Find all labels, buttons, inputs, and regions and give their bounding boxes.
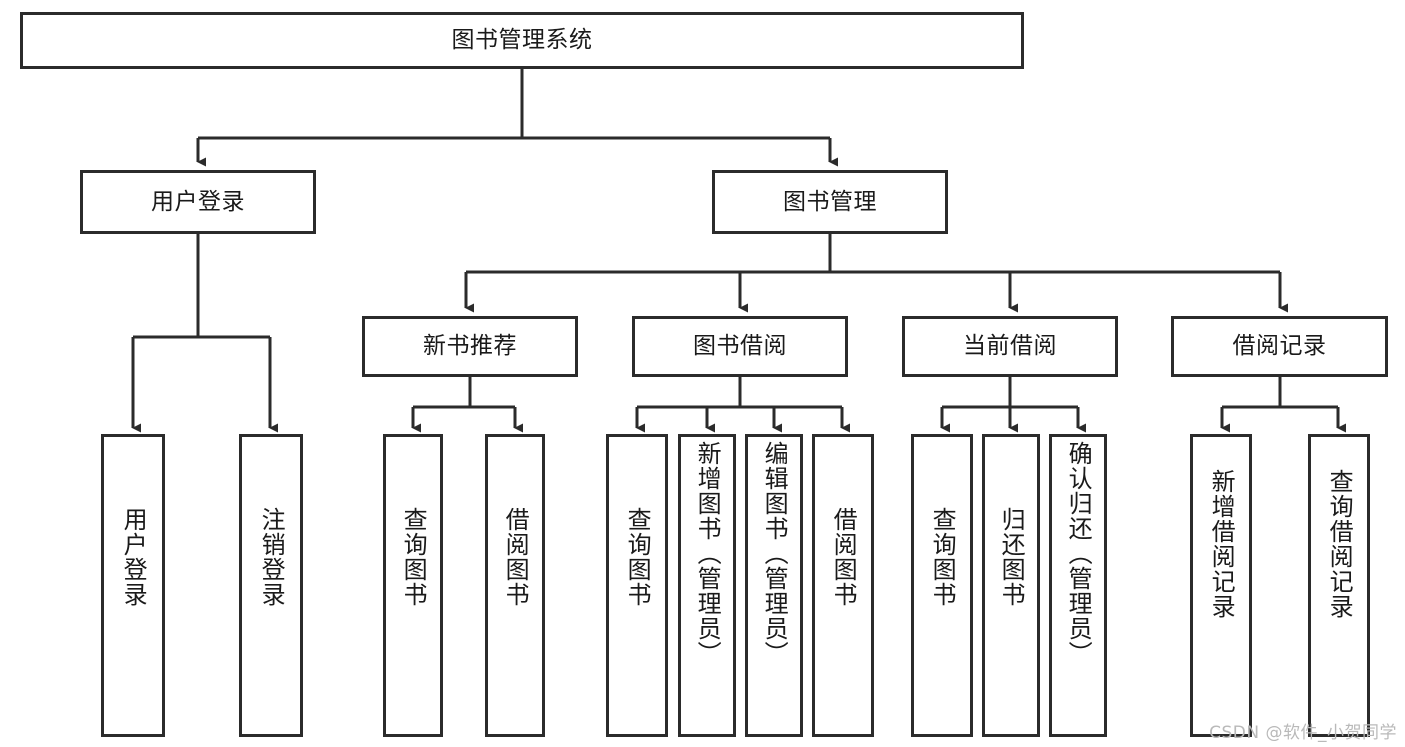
leaf-confirm-return-admin[interactable]: 确认归还（管理员） (1049, 434, 1107, 737)
node-label: 用户登录 (151, 188, 245, 215)
node-label: 图书借阅 (693, 333, 787, 360)
node-label: 注销登录 (257, 507, 286, 607)
node-label: 归还图书 (997, 507, 1026, 607)
node-label: 查询借阅记录 (1325, 469, 1354, 619)
leaf-query-borrow-record[interactable]: 查询借阅记录 (1308, 434, 1370, 737)
node-label: 新增图书（管理员） (693, 441, 722, 666)
node-label: 借阅图书 (829, 507, 858, 607)
leaf-user-login[interactable]: 用户登录 (101, 434, 165, 737)
node-book-management[interactable]: 图书管理 (712, 170, 948, 234)
node-label: 借阅图书 (501, 507, 530, 607)
leaf-borrow-book-borrow[interactable]: 借阅图书 (812, 434, 874, 737)
node-label: 用户登录 (119, 507, 148, 607)
node-label: 查询图书 (623, 507, 652, 607)
watermark-text: CSDN @软件_小贺同学 (1209, 723, 1397, 743)
node-label: 查询图书 (399, 507, 428, 607)
leaf-query-book-current[interactable]: 查询图书 (911, 434, 973, 737)
node-new-book-recommend[interactable]: 新书推荐 (362, 316, 578, 377)
node-label: 编辑图书（管理员） (760, 441, 789, 666)
leaf-query-book-borrow[interactable]: 查询图书 (606, 434, 668, 737)
leaf-return-book[interactable]: 归还图书 (982, 434, 1040, 737)
leaf-add-book-admin[interactable]: 新增图书（管理员） (678, 434, 736, 737)
node-label: 新书推荐 (423, 333, 517, 360)
node-label: 确认归还（管理员） (1064, 441, 1093, 666)
node-label: 图书管理 (783, 188, 877, 215)
node-user-login[interactable]: 用户登录 (80, 170, 316, 234)
leaf-add-borrow-record[interactable]: 新增借阅记录 (1190, 434, 1252, 737)
node-label: 借阅记录 (1232, 333, 1327, 360)
node-current-borrow[interactable]: 当前借阅 (902, 316, 1118, 377)
leaf-query-book-recommend[interactable]: 查询图书 (383, 434, 443, 737)
node-book-borrow[interactable]: 图书借阅 (632, 316, 848, 377)
node-borrow-record[interactable]: 借阅记录 (1171, 316, 1388, 377)
node-label: 新增借阅记录 (1207, 469, 1236, 619)
leaf-borrow-book-recommend[interactable]: 借阅图书 (485, 434, 545, 737)
leaf-logout-login[interactable]: 注销登录 (239, 434, 303, 737)
leaf-edit-book-admin[interactable]: 编辑图书（管理员） (745, 434, 803, 737)
node-label: 当前借阅 (963, 333, 1057, 360)
node-label: 图书管理系统 (451, 27, 593, 54)
node-root-system[interactable]: 图书管理系统 (20, 12, 1024, 69)
node-label: 查询图书 (928, 507, 957, 607)
